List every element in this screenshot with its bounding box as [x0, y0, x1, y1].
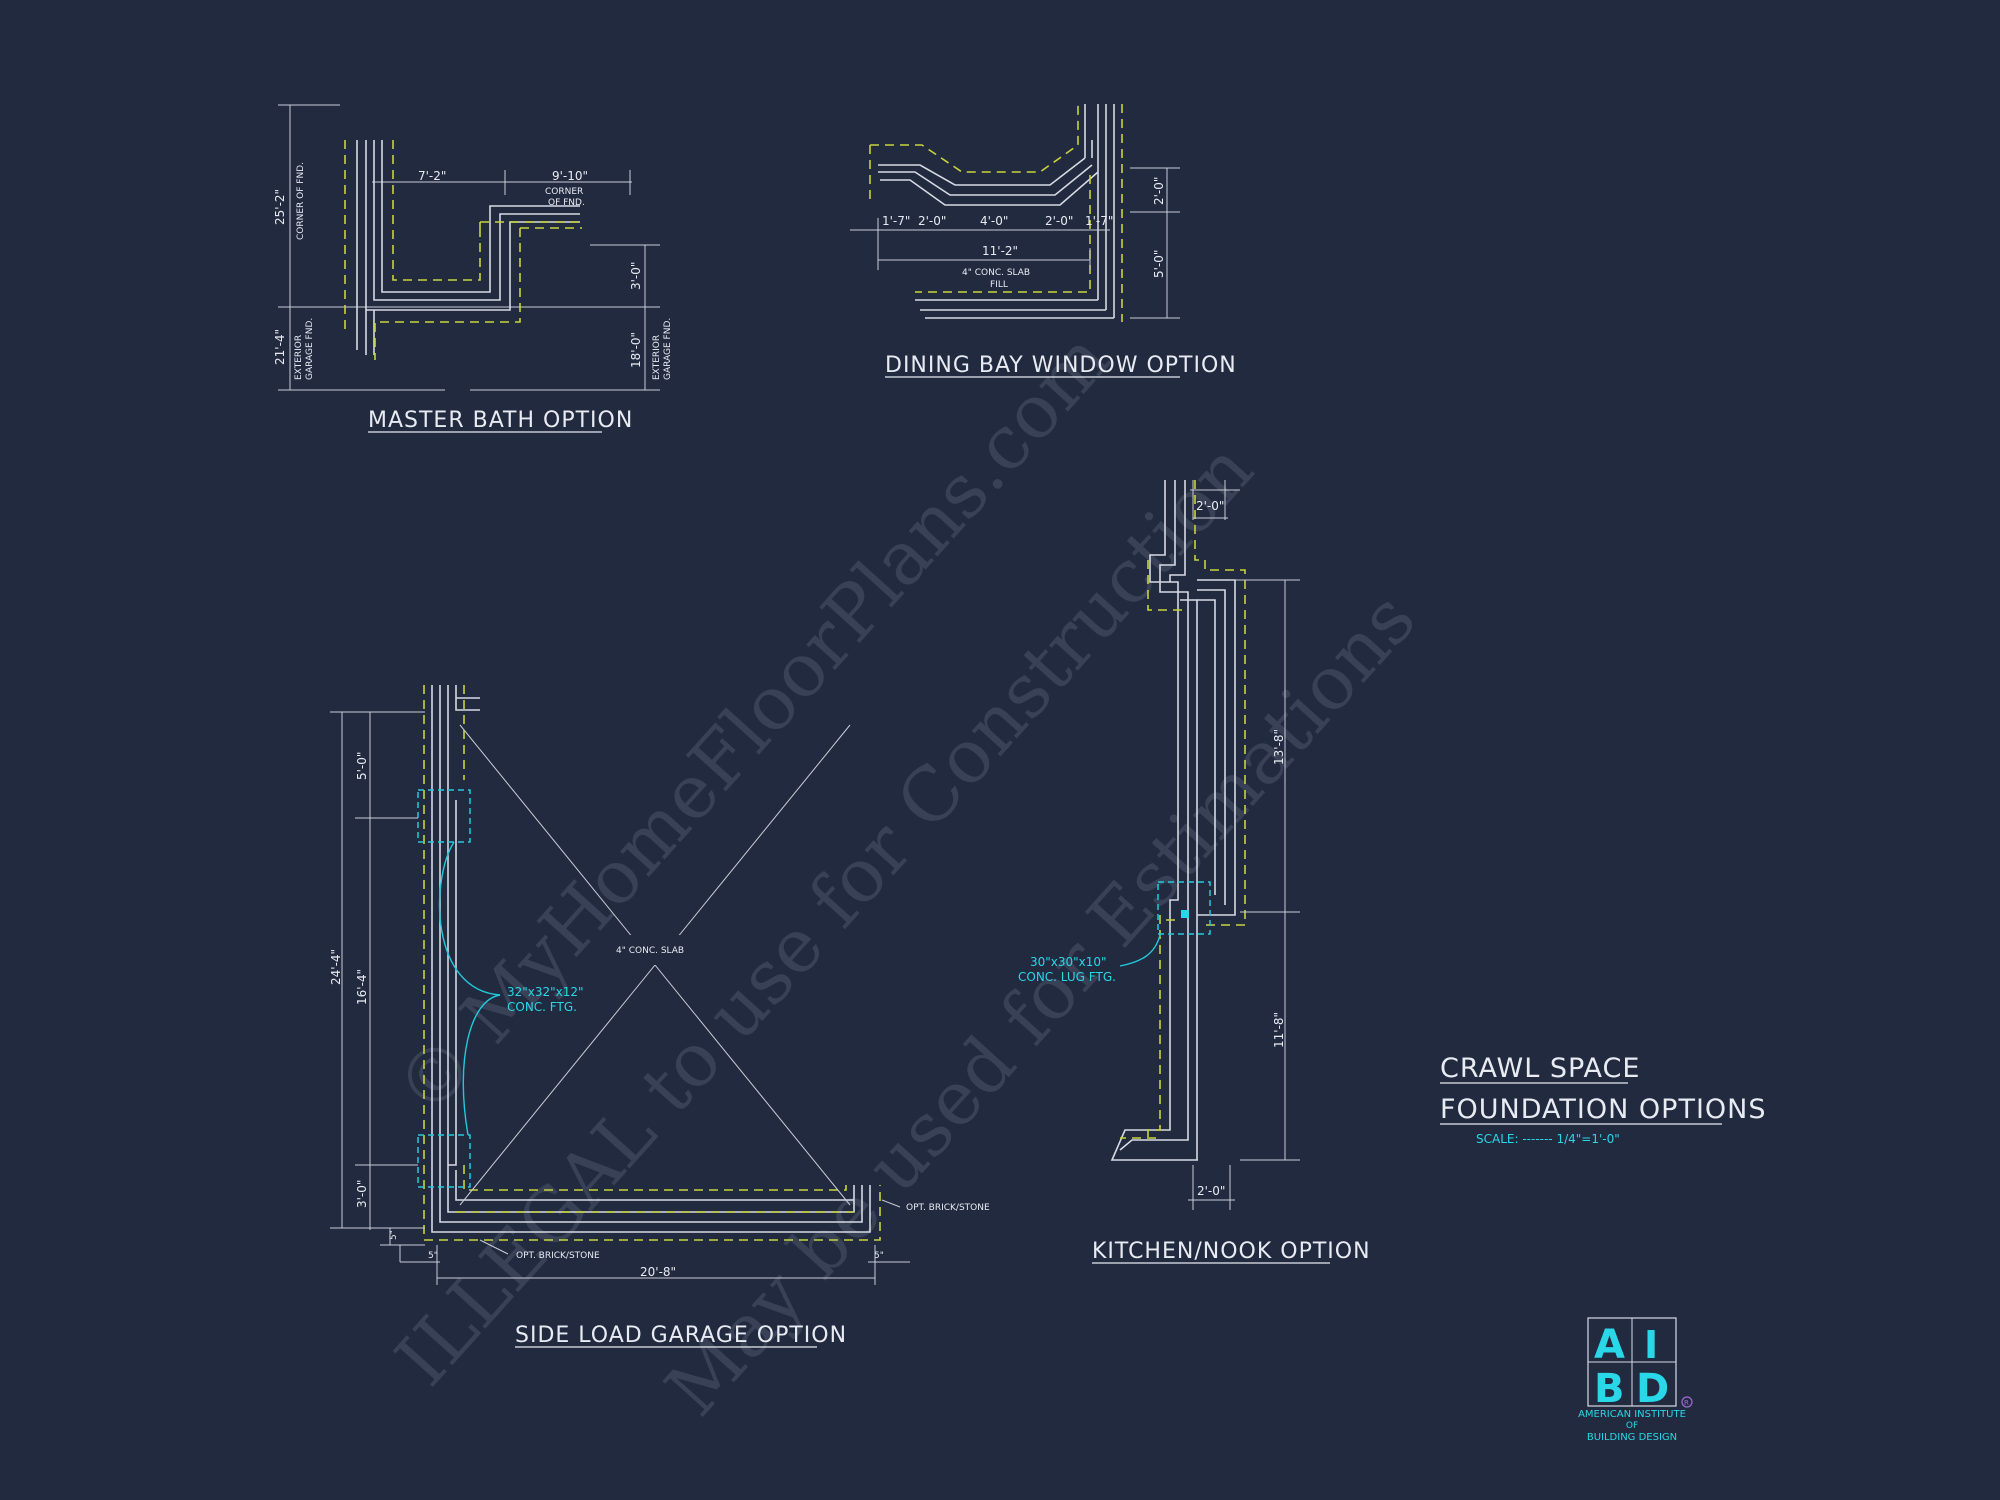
- dining-bay-title: DINING BAY WINDOW OPTION: [885, 353, 1237, 378]
- master-corner-note-2: OF FND.: [548, 198, 585, 208]
- master-left-lower-note-1: EXTERIOR: [294, 335, 304, 380]
- side-load-garage-title: SIDE LOAD GARAGE OPTION: [515, 1323, 847, 1348]
- dim-master-top-right: 9'-10": [552, 169, 588, 183]
- dim-garage-small-left: 5": [389, 1230, 399, 1240]
- dim-bay-2: 2'-0": [918, 214, 946, 228]
- dim-kitchen-upper: 13'-8": [1272, 729, 1286, 765]
- footing-bottom: [417, 1134, 471, 1188]
- dim-garage-width: 20'-8": [640, 1265, 676, 1279]
- dim-master-top-left: 7'-2": [418, 169, 446, 183]
- logo-caption-3: BUILDING DESIGN: [1587, 1432, 1677, 1443]
- kitchen-lug-note-1: 30"x30"x10": [1030, 955, 1107, 969]
- dim-kitchen-lower: 11'-8": [1272, 1012, 1286, 1048]
- kitchen-lug-note-2: CONC. LUG FTG.: [1018, 970, 1116, 984]
- dim-garage-small-br: 5": [874, 1251, 884, 1261]
- master-bath-title: MASTER BATH OPTION: [368, 408, 633, 433]
- dim-master-left-upper: 25'-2": [273, 189, 287, 225]
- master-right-lower-note-2: GARAGE FND.: [663, 318, 673, 380]
- dim-bay-right-lower: 5'-0": [1152, 250, 1166, 278]
- dim-bay-right-upper: 2'-0": [1152, 177, 1166, 205]
- sheet-title-line-2: FOUNDATION OPTIONS: [1440, 1094, 1767, 1125]
- watermark: © MyHomeFloorPlans.com ILLEGAL to use fo…: [379, 316, 1432, 1432]
- dim-garage-mid: 16'-4": [355, 969, 369, 1005]
- dim-garage-overall: 24'-4": [329, 949, 343, 985]
- master-left-lower-note-2: GARAGE FND.: [305, 318, 315, 380]
- dim-kitchen-bottom: 2'-0": [1197, 1184, 1225, 1198]
- garage-brick-note-right: OPT. BRICK/STONE: [906, 1203, 990, 1213]
- sheet-scale: SCALE: ------- 1/4"=1'-0": [1476, 1132, 1620, 1146]
- dim-bay-3: 4'-0": [980, 214, 1008, 228]
- sheet-title-line-1: CRAWL SPACE: [1440, 1053, 1640, 1084]
- logo-letter-a: A: [1594, 1322, 1625, 1368]
- logo-letter-i: I: [1644, 1323, 1658, 1367]
- garage-footing-note-2: CONC. FTG.: [507, 1000, 577, 1014]
- bay-slab-note-1: 4" CONC. SLAB: [962, 268, 1030, 278]
- dining-bay-detail: 1'-7" 2'-0" 4'-0" 2'-0" 1'-7" 11'-2" 4" …: [850, 104, 1237, 378]
- kitchen-lug-footing: [1157, 881, 1211, 935]
- dim-garage-top: 5'-0": [355, 752, 369, 780]
- kitchen-nook-detail: 2'-0" 13'-8" 11'-8" 2'-0" 30"x30"x10" CO…: [1018, 480, 1371, 1264]
- logo-caption-2: OF: [1626, 1421, 1638, 1431]
- dim-bay-1: 1'-7": [882, 214, 910, 228]
- garage-slab-note: 4" CONC. SLAB: [616, 946, 684, 956]
- logo-letter-b: B: [1594, 1366, 1625, 1412]
- dim-garage-small-bl: 5": [428, 1251, 438, 1261]
- logo-letter-d: D: [1636, 1366, 1669, 1412]
- master-corner-note-1: CORNER: [545, 187, 583, 197]
- kitchen-footing-marker: [1181, 910, 1189, 918]
- aibd-logo: A I B D R AMERICAN INSTITUTE OF BUILDING…: [1578, 1317, 1693, 1443]
- side-load-garage-detail: 4" CONC. SLAB 24'-4" 5'-0" 16'-4" 3'-0" …: [329, 685, 990, 1348]
- sheet-title-block: CRAWL SPACE FOUNDATION OPTIONS SCALE: --…: [1440, 1053, 1767, 1146]
- dim-bay-total: 11'-2": [982, 244, 1018, 258]
- dim-garage-bottom: 3'-0": [355, 1180, 369, 1208]
- master-bath-detail: 7'-2" 9'-10" CORNER OF FND. 25'-2" CORNE…: [273, 104, 673, 433]
- logo-registered-mark: R: [1684, 1399, 1689, 1407]
- dim-master-left-lower: 21'-4": [273, 329, 287, 365]
- garage-footing-note-1: 32"x32"x12": [507, 985, 584, 999]
- garage-brick-note-bottom: OPT. BRICK/STONE: [516, 1251, 600, 1261]
- dim-kitchen-top: 2'-0": [1196, 499, 1224, 513]
- dim-master-right-upper: 3'-0": [629, 262, 643, 290]
- dim-bay-5: 1'-7": [1085, 214, 1113, 228]
- master-right-lower-note-1: EXTERIOR: [652, 335, 662, 380]
- footing-top: [417, 789, 471, 843]
- dim-bay-4: 2'-0": [1045, 214, 1073, 228]
- bay-slab-note-2: FILL: [990, 280, 1008, 290]
- master-left-upper-note: CORNER OF FND.: [296, 162, 306, 240]
- kitchen-nook-title: KITCHEN/NOOK OPTION: [1092, 1239, 1371, 1264]
- logo-caption-1: AMERICAN INSTITUTE: [1578, 1409, 1686, 1420]
- dim-master-right-lower: 18'-0": [629, 332, 643, 368]
